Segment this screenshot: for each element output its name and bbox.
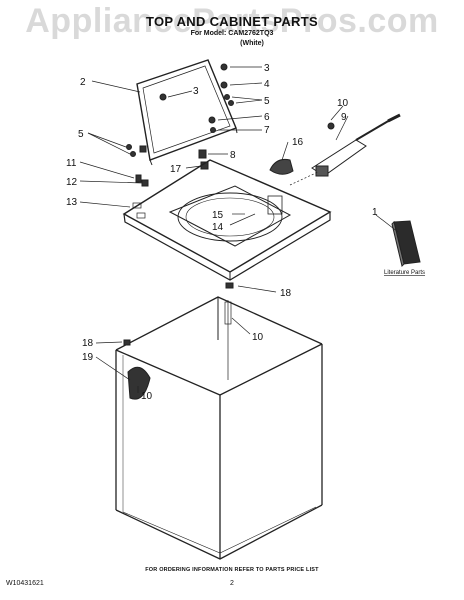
leader-lines xyxy=(79,66,399,393)
callout-3: 3 xyxy=(264,63,270,74)
literature-booklet xyxy=(391,220,421,267)
lid-switch-drawing xyxy=(269,113,401,186)
callout-8: 8 xyxy=(230,150,236,161)
color-line: (White) xyxy=(240,40,264,47)
callout-17: 17 xyxy=(170,164,182,175)
callout-14: 14 xyxy=(212,222,224,233)
watermark: AppliancePartsPros.com xyxy=(25,2,439,40)
lid-hinge-hardware xyxy=(126,63,234,187)
callout-numbers: 2 3 3 4 5 6 7 5 8 17 16 10 9 11 12 13 15… xyxy=(66,63,425,402)
top-panel-drawing xyxy=(122,159,332,281)
callout-12: 12 xyxy=(66,177,78,188)
literature-parts-label: Literature Parts xyxy=(384,270,425,276)
callout-9: 9 xyxy=(341,112,347,123)
callout-16: 16 xyxy=(292,137,304,148)
document-number: W10431621 xyxy=(6,580,44,587)
callout-1: 1 xyxy=(372,207,378,218)
callout-19: 19 xyxy=(82,352,94,363)
callout-18-top: 18 xyxy=(280,288,292,299)
callout-10-top: 10 xyxy=(337,98,349,109)
callout-6: 6 xyxy=(264,112,270,123)
ordering-note: FOR ORDERING INFORMATION REFER TO PARTS … xyxy=(145,567,319,573)
callout-4: 4 xyxy=(264,79,270,90)
callout-10-cabinet: 10 xyxy=(252,332,264,343)
lid-drawing xyxy=(136,59,238,166)
callout-11: 11 xyxy=(66,158,77,169)
callout-10-side: 10 xyxy=(141,391,153,402)
callout-15: 15 xyxy=(212,210,224,221)
callout-5: 5 xyxy=(264,96,270,107)
page-title: TOP AND CABINET PARTS xyxy=(146,14,318,29)
page-number: 2 xyxy=(230,580,234,587)
callout-13: 13 xyxy=(66,197,78,208)
callout-5-left: 5 xyxy=(78,129,84,140)
cabinet-drawing xyxy=(115,282,323,560)
callout-2: 2 xyxy=(80,77,86,88)
model-line: For Model: CAM2762TQ3 xyxy=(190,30,274,37)
callout-18-left: 18 xyxy=(82,338,94,349)
callout-3-lid: 3 xyxy=(193,86,199,97)
callout-7: 7 xyxy=(264,125,270,136)
